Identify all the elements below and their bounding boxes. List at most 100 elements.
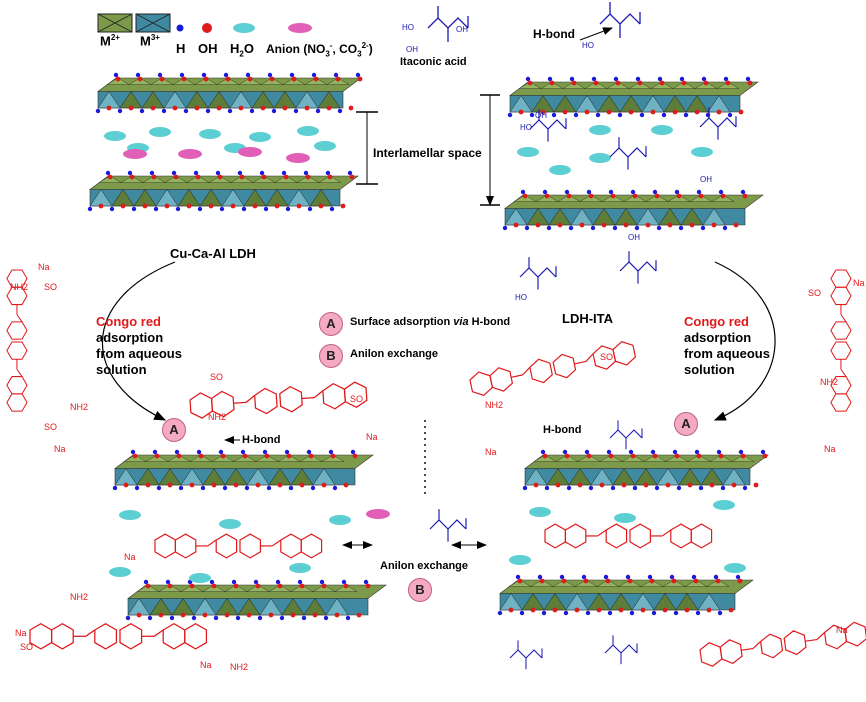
hydrogen-atom (661, 112, 667, 118)
itaconic-acid-exchanged (429, 509, 467, 542)
water-molecule (529, 507, 551, 517)
hydrogen-atom (219, 206, 225, 212)
oxygen-atom (194, 105, 200, 111)
hydrogen-atom (591, 76, 597, 82)
oxygen-atom (637, 80, 643, 86)
water-molecule (724, 563, 746, 573)
marker-b-bottom: B (408, 578, 432, 602)
water-molecule (189, 573, 211, 583)
hydrogen-atom (306, 449, 312, 455)
ring (783, 630, 807, 656)
sulfonate-label: SO (808, 288, 821, 298)
ring (552, 353, 577, 379)
oxygen-atom (299, 482, 305, 488)
hydrogen-atom (245, 72, 251, 78)
oxygen-atom (313, 76, 319, 82)
chain (509, 649, 543, 659)
oxygen-atom (596, 607, 602, 613)
hydrogen-atom (607, 610, 613, 616)
azo-bond (574, 360, 587, 365)
hydrogen-atom (515, 574, 521, 580)
oxygen-atom (173, 174, 179, 180)
oxygen-atom (672, 109, 678, 115)
oxygen-atom (208, 203, 214, 209)
amine-label: NH2 (70, 402, 88, 412)
hydrogen-atom (630, 189, 636, 195)
hydrogen-atom (674, 189, 680, 195)
hydrogen-atom (650, 449, 656, 455)
oxygen-atom (650, 109, 656, 115)
hydrogen-atom (147, 615, 153, 621)
ring (184, 622, 208, 650)
ring (253, 387, 278, 415)
oxygen-atom (540, 109, 546, 115)
hydrogen-atom (652, 189, 658, 195)
hydrogen-atom (284, 449, 290, 455)
oxygen-atom (321, 482, 327, 488)
amine-label: NH2 (230, 662, 248, 672)
legend-hydrogen (176, 24, 184, 32)
anion-molecule (123, 149, 147, 159)
oxygen-atom (238, 105, 244, 111)
ldh-layer-top-right-upper (507, 76, 759, 118)
oxygen-atom (261, 174, 267, 180)
oxygen-atom (159, 76, 165, 82)
hydrogen-atom (215, 170, 221, 176)
oxygen-atom (588, 193, 594, 199)
oxygen-atom (308, 453, 314, 459)
ring (6, 376, 28, 395)
ring (670, 523, 692, 549)
sulfonate-label: SO (600, 352, 613, 362)
oxygen-atom (696, 453, 702, 459)
marker-a-left: A (162, 418, 186, 442)
oxygen-atom (304, 105, 310, 111)
oxygen-atom (698, 193, 704, 199)
oxygen-atom (189, 583, 195, 589)
hydrogen-atom (672, 449, 678, 455)
azo-bond (85, 629, 96, 637)
oxygen-atom (318, 203, 324, 209)
oxygen-atom (202, 612, 208, 618)
oxygen-atom (180, 612, 186, 618)
hydrogen-atom (525, 76, 531, 82)
hydrogen-atom (606, 449, 612, 455)
hbond-arrow (579, 27, 613, 41)
ring (830, 269, 852, 288)
itaconic-acid-label: Itaconic acid (400, 56, 467, 68)
hydrogen-atom (303, 170, 309, 176)
hydrogen-atom (586, 189, 592, 195)
azo-bond (805, 638, 818, 642)
oxygen-atom (561, 578, 567, 584)
hydrogen-atom (628, 449, 634, 455)
hydrogen-atom (696, 189, 702, 195)
oxygen-atom (312, 612, 318, 618)
azo-bond (840, 314, 847, 323)
ldh-layer-bottom-left-lower (125, 579, 387, 621)
amine-label: NH2 (208, 412, 226, 422)
oxygen-atom (564, 453, 570, 459)
hydrogen-atom (585, 610, 591, 616)
oxygen-atom (555, 482, 561, 488)
oxygen-atom (608, 453, 614, 459)
oxygen-atom (684, 607, 690, 613)
water-molecule (614, 513, 636, 523)
sulfonate-label: SO (350, 394, 363, 404)
water-molecule (589, 125, 611, 135)
oxygen-atom (136, 612, 142, 618)
azo-bond (271, 539, 282, 547)
azo-bond (16, 314, 23, 323)
hydrogen-atom (315, 108, 321, 114)
congo-red-intercalated-left (154, 533, 323, 559)
oxygen-atom (224, 612, 230, 618)
water-molecule (119, 510, 141, 520)
oxygen-atom (671, 578, 677, 584)
process-arrow-left (101, 261, 176, 421)
hydrogen-atom (612, 225, 618, 231)
sodium-label: Na (366, 432, 378, 442)
ring (544, 523, 566, 549)
oxygen-atom (128, 105, 134, 111)
oxygen-atom (606, 109, 612, 115)
hydrogen-atom (267, 72, 273, 78)
ring (605, 523, 628, 549)
hydrogen-atom (635, 76, 641, 82)
